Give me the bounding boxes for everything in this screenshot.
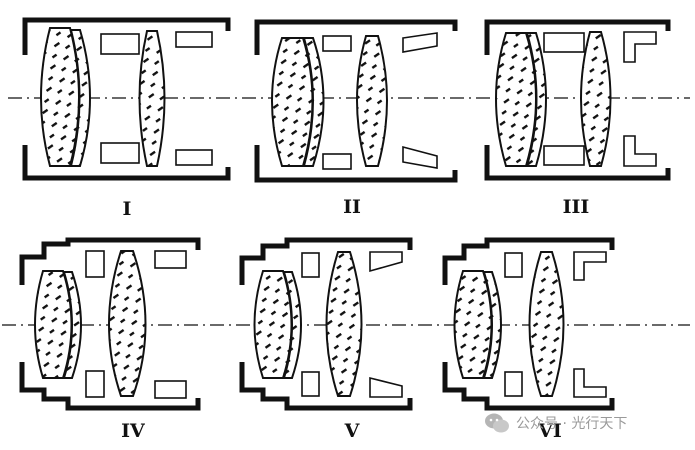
- retainer: [573, 251, 607, 281]
- retainer: [175, 31, 213, 48]
- retainer: [402, 145, 438, 169]
- lens-element: [482, 271, 502, 379]
- barrel-bottom: [239, 362, 413, 411]
- retainer: [402, 32, 438, 53]
- spacer: [322, 35, 352, 52]
- barrel-top: [239, 237, 413, 285]
- lens-design-6: [442, 237, 615, 411]
- barrel-top: [254, 19, 458, 55]
- lens-element: [356, 35, 388, 167]
- spacer: [322, 153, 352, 170]
- lens-element: [253, 270, 293, 379]
- lens-element: [34, 270, 73, 379]
- barrel-top: [19, 237, 201, 285]
- barrel-bottom: [484, 145, 671, 181]
- barrel-top: [484, 19, 671, 55]
- spacer: [543, 145, 585, 166]
- barrel-bottom: [19, 362, 201, 411]
- lens-element: [495, 32, 537, 167]
- lens-element: [325, 251, 363, 397]
- lens-element: [138, 30, 166, 167]
- lens-element: [69, 29, 91, 167]
- lens-element: [271, 37, 314, 167]
- lens-element: [525, 32, 547, 167]
- spacer: [100, 142, 140, 164]
- retainer: [623, 135, 657, 167]
- retainer: [573, 368, 607, 398]
- lens-element: [62, 271, 82, 379]
- lens-design-1: [22, 17, 231, 181]
- barrel-bottom: [22, 145, 231, 181]
- barrel-bottom: [442, 362, 615, 411]
- lens-design-4: [19, 237, 201, 411]
- lens-element: [580, 31, 612, 167]
- lens-element: [282, 271, 302, 379]
- barrel-bottom: [254, 145, 458, 183]
- lens-element: [302, 37, 325, 167]
- wechat-icon: [485, 413, 509, 433]
- retainer: [369, 251, 403, 273]
- barrel-top: [22, 17, 231, 55]
- lens-design-2: [254, 19, 458, 183]
- label-iii: III: [562, 196, 590, 218]
- lens-element: [40, 27, 80, 167]
- barrel-top: [442, 237, 615, 285]
- spacer: [301, 371, 320, 397]
- lens-element: [453, 270, 493, 379]
- spacer: [543, 32, 585, 53]
- spacer: [301, 252, 320, 278]
- label-v: V: [344, 420, 360, 442]
- retainer: [369, 376, 403, 398]
- spacer: [100, 33, 140, 55]
- lens-element: [108, 250, 147, 397]
- watermark-text: 公众号 · 光行天下: [516, 416, 628, 432]
- spacer: [85, 250, 105, 278]
- spacer: [504, 371, 523, 397]
- label-ii: II: [343, 196, 361, 218]
- label-iv: IV: [121, 420, 145, 442]
- retainer: [623, 31, 657, 63]
- lens-design-3: [484, 19, 671, 181]
- lens-design-5: [239, 237, 413, 411]
- label-vi: VI: [538, 420, 562, 442]
- spacer: [504, 252, 523, 278]
- spacer: [85, 370, 105, 398]
- label-i: I: [122, 198, 132, 220]
- watermark: 公众号 · 光行天下: [484, 410, 627, 436]
- retainer: [154, 250, 187, 269]
- retainer: [175, 149, 213, 166]
- retainer: [154, 380, 187, 399]
- lens-element: [528, 251, 565, 397]
